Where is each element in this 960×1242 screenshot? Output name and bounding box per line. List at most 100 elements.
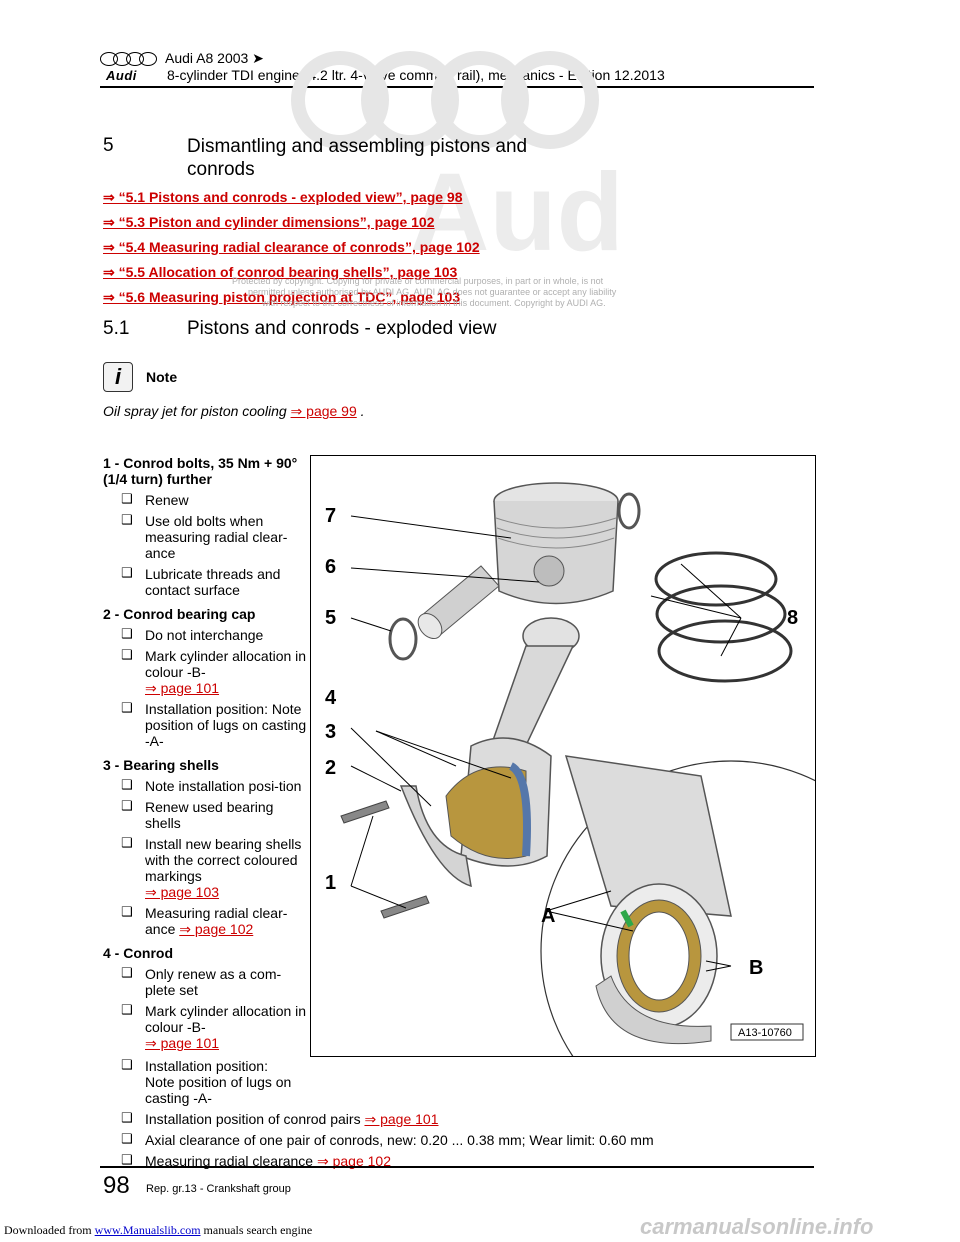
list-item: Installation position: Note position of … <box>103 1058 803 1106</box>
piston-drawing <box>493 482 619 605</box>
section-number: 5 <box>103 135 114 156</box>
exploded-view-figure: 7 6 5 4 3 2 1 8 A B A13-10760 <box>310 455 816 1057</box>
copyright-watermark: permitted unless authorised by AUDI AG. … <box>248 287 617 297</box>
callout-6: 6 <box>325 556 336 578</box>
item-heading-text: 3 - Bearing shells <box>103 757 219 773</box>
parts-list: 1 - Conrod bolts, 35 Nm + 90° (1/4 turn)… <box>103 455 308 1051</box>
item-heading: 3 - Bearing shells <box>103 757 308 773</box>
conrod-bolts-drawing <box>340 800 430 919</box>
list-item-text: Axial clearance of one pair of conrods, … <box>145 1132 654 1148</box>
list-item: Measuring radial clear-ance ⇒ page 102 <box>103 905 308 937</box>
page-link[interactable]: ⇒ page 102 <box>179 921 254 937</box>
list-item-text: Mark cylinder allocation in colour -B- <box>145 648 307 680</box>
xref-link[interactable]: ⇒ “5.4 Measuring radial clearance of con… <box>103 239 480 255</box>
list-item: Mark cylinder allocation in colour -B-⇒ … <box>103 1003 308 1051</box>
list-item: Lubricate threads and contact surface <box>103 566 308 598</box>
note-label: Note <box>146 369 178 385</box>
list-item-text: Measuring radial clearance <box>145 1153 314 1169</box>
note-text: Oil spray jet for piston cooling ⇒ page … <box>103 403 365 420</box>
list-item: Installation position: Note position of … <box>103 701 308 749</box>
figure-code: A13-10760 <box>738 1027 792 1039</box>
piston-pin-drawing <box>417 565 500 640</box>
callout-1: 1 <box>325 872 336 894</box>
callout-2: 2 <box>325 757 336 779</box>
list-item-text: Do not interchange <box>145 627 264 643</box>
list-item-text: Use old bolts when measuring radial clea… <box>145 513 288 561</box>
list-item-text: Installation position: Note position of … <box>145 1058 292 1106</box>
detail-conrod-drawing <box>564 755 732 1045</box>
list-item: Install new bearing shells with the corr… <box>103 836 308 900</box>
list-item-text: Renew used bearing shells <box>145 799 274 831</box>
xref-link[interactable]: ⇒ “5.5 Allocation of conrod bearing shel… <box>103 264 458 280</box>
wide-list: Installation position: Note position of … <box>103 1053 803 1169</box>
page-link[interactable]: ⇒ page 101 <box>364 1111 439 1127</box>
list-item-text: Measuring radial clear-ance <box>145 905 288 937</box>
info-icon: i <box>103 362 133 392</box>
carmanuals-watermark: carmanualsonline.info <box>640 1214 874 1239</box>
item-heading: 1 - Conrod bolts, 35 Nm + 90° (1/4 turn)… <box>103 455 308 487</box>
list-item-text: Only renew as a com-plete set <box>145 966 282 998</box>
list-item-text: Install new bearing shells with the corr… <box>145 836 302 884</box>
background-watermark-logo: Audi <box>291 51 620 260</box>
list-item: Renew used bearing shells <box>103 799 308 831</box>
copyright-watermark: with respect to the correctness of infor… <box>262 298 606 308</box>
page-link[interactable]: ⇒ page 101 <box>145 1035 220 1051</box>
item-heading-text: 1 - Conrod bolts, 35 Nm + 90° (1/4 turn)… <box>103 455 298 487</box>
item-heading-text: 4 - Conrod <box>103 945 173 961</box>
item-heading: 4 - Conrod <box>103 945 308 961</box>
page-link[interactable]: ⇒ page 103 <box>145 884 220 900</box>
page-link[interactable]: ⇒ page 101 <box>145 680 220 696</box>
header-subtitle: 8-cylinder TDI engine (4.2 ltr. 4-valve … <box>167 67 665 83</box>
header-title: Audi A8 2003 ➤ <box>165 50 264 66</box>
copyright-watermark: Protected by copyright. Copying for priv… <box>232 276 604 286</box>
list-item: Only renew as a com-plete set <box>103 966 308 998</box>
repair-group: Rep. gr.13 - Crankshaft group <box>146 1183 291 1195</box>
exploded-view-drawing: 7 6 5 4 3 2 1 8 A B A13-10760 <box>325 482 815 1056</box>
xref-link[interactable]: ⇒ “5.3 Piston and cylinder dimensions”, … <box>103 214 435 230</box>
audi-wordmark: Audi <box>106 68 137 83</box>
callout-7: 7 <box>325 505 336 527</box>
list-item-text: Lubricate threads and contact surface <box>145 566 281 598</box>
download-suffix: manuals search engine <box>203 1223 313 1237</box>
footer-rule <box>100 1166 814 1168</box>
list-item-text: Installation position of conrod pairs <box>145 1111 361 1127</box>
manualslib-link[interactable]: www.Manualslib.com <box>94 1223 201 1237</box>
svg-text:Audi: Audi <box>410 151 620 260</box>
audi-rings-logo <box>100 52 157 66</box>
list-item: Mark cylinder allocation in colour -B-⇒ … <box>103 648 308 696</box>
list-item-text: Renew <box>145 492 189 508</box>
page-link[interactable]: ⇒ page 102 <box>316 1153 391 1169</box>
list-item: Note installation posi-tion <box>103 778 308 794</box>
section-title: Dismantling and assembling pistons and c… <box>187 136 528 180</box>
list-item: Renew <box>103 492 308 508</box>
list-item: Measuring radial clearance ⇒ page 102 <box>103 1153 803 1169</box>
note-page-link[interactable]: ⇒ page 99 <box>290 403 357 419</box>
list-item-text: Note installation posi-tion <box>145 778 302 794</box>
xref-link[interactable]: ⇒ “5.6 Measuring piston projection at TD… <box>103 289 461 305</box>
list-item-text: Installation position: Note position of … <box>145 701 307 749</box>
callout-3: 3 <box>325 721 336 743</box>
subsection-number: 5.1 <box>103 318 130 339</box>
list-item: Do not interchange <box>103 627 308 643</box>
download-note: Downloaded from www.Manualslib.com manua… <box>4 1223 312 1238</box>
piston-rings-drawing <box>654 551 793 683</box>
callout-5: 5 <box>325 607 336 629</box>
subsection-title: Pistons and conrods - exploded view <box>187 318 497 339</box>
bearing-cap-drawing <box>399 785 472 888</box>
list-item-text: Mark cylinder allocation in colour -B- <box>145 1003 307 1035</box>
callout-4: 4 <box>325 687 337 709</box>
detail-circle <box>540 760 815 1056</box>
download-prefix: Downloaded from <box>4 1223 92 1237</box>
note-body: Oil spray jet for piston cooling <box>103 403 287 419</box>
callout-a: A <box>541 905 555 927</box>
xref-link[interactable]: ⇒ “5.1 Pistons and conrods - exploded vi… <box>103 189 463 205</box>
list-item: Axial clearance of one pair of conrods, … <box>103 1132 803 1148</box>
item-heading: 2 - Conrod bearing cap <box>103 606 308 622</box>
note-tail: . <box>356 403 365 419</box>
callout-8: 8 <box>787 607 798 629</box>
bearing-shells-drawing <box>445 762 531 859</box>
item-heading-text: 2 - Conrod bearing cap <box>103 606 256 622</box>
list-item: Installation position of conrod pairs ⇒ … <box>103 1111 803 1127</box>
page-number: 98 <box>103 1172 130 1199</box>
callout-b: B <box>749 957 763 979</box>
